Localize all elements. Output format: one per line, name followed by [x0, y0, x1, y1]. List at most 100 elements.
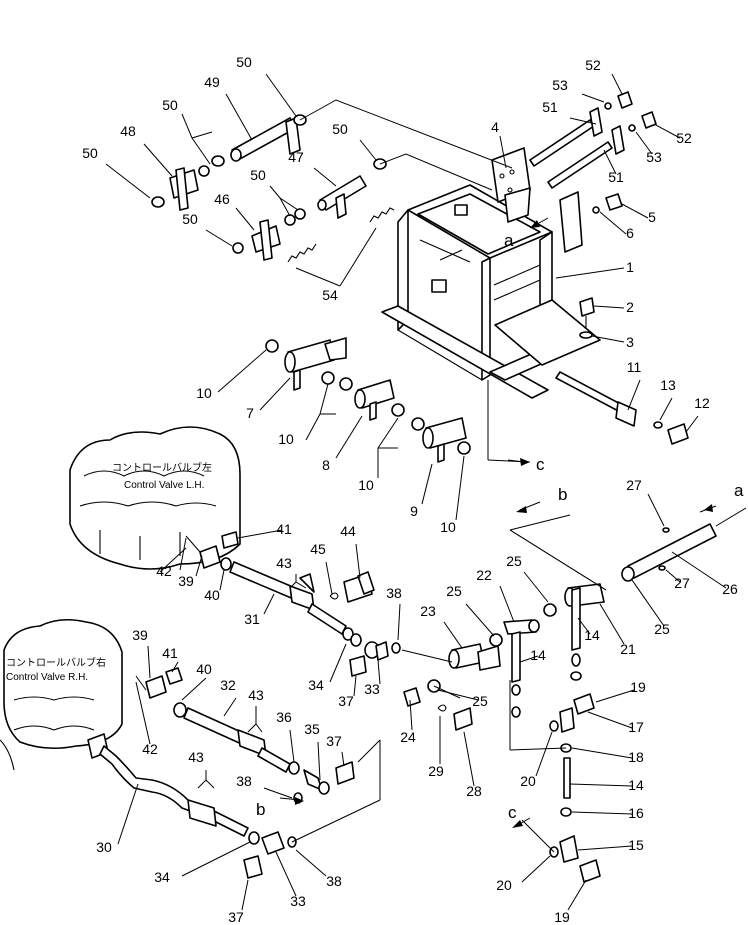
callout-leader — [455, 455, 465, 521]
callout-leader — [305, 413, 321, 441]
callout-leader — [191, 137, 211, 165]
callout-number-39: 39 — [178, 573, 194, 589]
callout-20: 20 — [520, 731, 553, 789]
callout-number-12: 12 — [694, 395, 710, 411]
callout-25: 25 — [506, 553, 549, 603]
callout-leader — [135, 681, 151, 745]
callout-leader — [225, 93, 253, 141]
bracket-frame — [381, 184, 601, 399]
callout-leader — [147, 645, 151, 679]
callout-1: 1 — [555, 259, 634, 279]
rod-32 — [145, 667, 355, 804]
callout-38: 38 — [386, 585, 402, 641]
connection-letter-a-right: a — [734, 481, 744, 500]
callout-25: 25 — [446, 583, 495, 637]
callout-number-18: 18 — [628, 749, 644, 765]
callout-leader — [191, 131, 213, 139]
callout-28: 28 — [463, 731, 482, 799]
bolt-2-washer-3 — [579, 297, 595, 339]
callout-leader — [117, 783, 139, 845]
callout-number-37: 37 — [326, 733, 342, 749]
callout-number-50: 50 — [250, 167, 266, 183]
callout-45: 45 — [310, 541, 333, 595]
callout-number-51: 51 — [608, 169, 624, 185]
callout-41: 41 — [162, 645, 179, 673]
callout-42: 42 — [135, 681, 158, 757]
link-33-upper — [349, 641, 401, 677]
callout-number-33: 33 — [290, 893, 306, 909]
callout-leader — [217, 349, 267, 393]
callout-number-19: 19 — [630, 679, 646, 695]
callout-43: 43 — [276, 555, 307, 589]
callout-number-54: 54 — [322, 287, 338, 303]
callout-leader — [665, 569, 681, 583]
callout-leader — [235, 207, 255, 231]
connection-letter-b-right: b — [558, 485, 567, 504]
callout-leader — [591, 335, 625, 343]
callout-leader — [555, 267, 625, 279]
callout-leader — [581, 93, 605, 103]
callout-25: 25 — [631, 579, 670, 637]
callout-27: 27 — [665, 569, 690, 591]
callout-37: 37 — [326, 733, 345, 767]
callout-50: 50 — [236, 54, 297, 117]
callout-number-11: 11 — [627, 359, 642, 375]
callout-number-9: 9 — [410, 503, 418, 519]
callout-leader — [595, 689, 635, 703]
callout-10: 10 — [358, 417, 399, 493]
callout-leader — [335, 415, 363, 459]
callout-9: 9 — [410, 463, 433, 519]
callout-number-34: 34 — [308, 677, 324, 693]
bolt-44 — [329, 571, 375, 603]
callout-leader — [671, 551, 727, 589]
callout-leader — [319, 383, 329, 415]
callout-leader — [437, 689, 479, 701]
callout-20: 20 — [496, 855, 551, 893]
callout-leader — [569, 783, 633, 787]
callout-number-50: 50 — [182, 211, 198, 227]
callout-number-15: 15 — [628, 837, 644, 853]
callout-29: 29 — [428, 716, 444, 779]
rod-11 — [555, 371, 689, 445]
callout-leader — [519, 655, 539, 663]
rod-30 — [87, 733, 297, 879]
callout-number-2: 2 — [626, 299, 634, 315]
callout-number-40: 40 — [204, 587, 220, 603]
callout-leader — [143, 143, 173, 177]
callout-50: 50 — [182, 211, 233, 247]
callout-50: 50 — [332, 121, 377, 161]
callout-number-19: 19 — [554, 909, 570, 925]
callout-leader — [443, 621, 463, 649]
callout-32: 32 — [220, 677, 237, 717]
callout-number-14: 14 — [628, 777, 644, 793]
callout-number-50: 50 — [162, 97, 178, 113]
callout-leader — [195, 555, 203, 577]
callout-10: 10 — [440, 455, 465, 535]
callout-number-8: 8 — [322, 457, 330, 473]
callout-leader — [353, 675, 357, 697]
callout-50: 50 — [82, 145, 151, 199]
callout-53: 53 — [635, 131, 662, 165]
control-valve-lh — [69, 426, 241, 570]
callout-leader — [171, 661, 179, 673]
callout-leader — [259, 377, 291, 411]
callout-number-20: 20 — [496, 877, 512, 893]
callout-leader — [247, 723, 257, 733]
callout-number-10: 10 — [440, 519, 456, 535]
callout-number-50: 50 — [332, 121, 348, 137]
callout-33: 33 — [275, 851, 306, 909]
callout-number-23: 23 — [420, 603, 436, 619]
callout-leader — [635, 131, 653, 155]
callout-number-44: 44 — [340, 523, 356, 539]
callout-44: 44 — [340, 523, 361, 579]
callout-number-45: 45 — [310, 541, 326, 557]
callout-leader — [577, 617, 591, 635]
valve-lh-en-label: Control Valve L.H. — [124, 480, 204, 491]
callout-leader — [295, 849, 327, 877]
callout-leader — [499, 585, 515, 623]
callout-26: 26 — [671, 551, 738, 597]
callout-47: 47 — [288, 149, 337, 187]
rod-26 — [621, 523, 717, 582]
callout-number-53: 53 — [646, 149, 662, 165]
